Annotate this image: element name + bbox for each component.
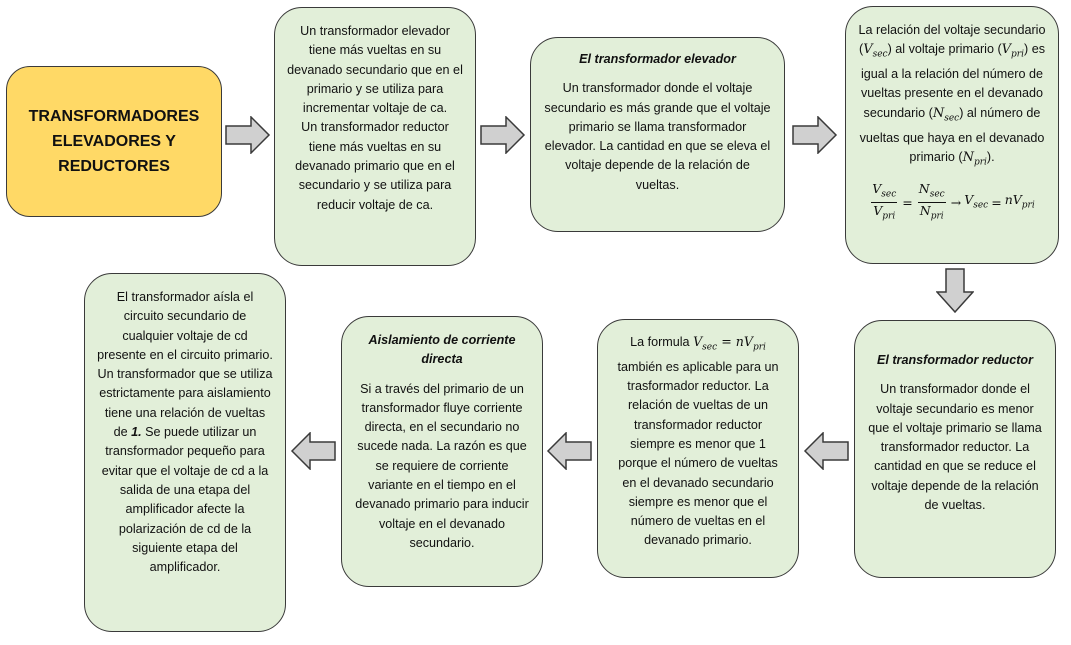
dc-isolation-box: Aislamiento de corriente directa Si a tr… bbox=[341, 316, 543, 587]
step-up-definition: Un transformador elevador tiene más vuel… bbox=[287, 24, 463, 116]
step-down-transformer-box: El transformador reductor Un transformad… bbox=[854, 320, 1056, 578]
isolation-explanation-text: El transformador aísla el circuito secun… bbox=[97, 290, 273, 575]
step-up-heading: El transformador elevador bbox=[579, 52, 736, 66]
step-down-definition: Un transformador reductor tiene más vuel… bbox=[295, 120, 455, 212]
step-down-body: Un transformador donde el voltaje secund… bbox=[868, 382, 1042, 513]
step-up-body: Un transformador donde el voltaje secund… bbox=[544, 81, 771, 192]
voltage-ratio-text: La relación del voltaje secundario (Vsec… bbox=[858, 23, 1046, 168]
title-box: TRANSFORMADORES ELEVADORES Y REDUCTORES bbox=[6, 66, 222, 217]
arrow-left-2 bbox=[546, 432, 592, 470]
step-up-transformer-box: El transformador elevador Un transformad… bbox=[530, 37, 785, 232]
isolation-explanation-box: El transformador aísla el circuito secun… bbox=[84, 273, 286, 632]
arrow-left-3 bbox=[290, 432, 336, 470]
dc-isolation-heading: Aislamiento de corriente directa bbox=[368, 333, 516, 367]
diagram-title: TRANSFORMADORES ELEVADORES Y REDUCTORES bbox=[28, 108, 200, 175]
dc-isolation-body: Si a través del primario de un transform… bbox=[355, 381, 529, 550]
arrow-right-2 bbox=[480, 116, 526, 154]
step-down-heading: El transformador reductor bbox=[876, 353, 1034, 367]
voltage-ratio-box: La relación del voltaje secundario (Vsec… bbox=[845, 6, 1059, 264]
step-down-formula-text: La formula Vsec = nVpri también es aplic… bbox=[617, 334, 779, 548]
arrow-down bbox=[936, 268, 974, 314]
arrow-right-1 bbox=[225, 116, 271, 154]
arrow-left-1 bbox=[803, 432, 849, 470]
step-up-step-down-definition-box: Un transformador elevador tiene más vuel… bbox=[274, 7, 476, 266]
arrow-right-3 bbox=[792, 116, 838, 154]
step-down-formula-box: La formula Vsec = nVpri también es aplic… bbox=[597, 319, 799, 578]
